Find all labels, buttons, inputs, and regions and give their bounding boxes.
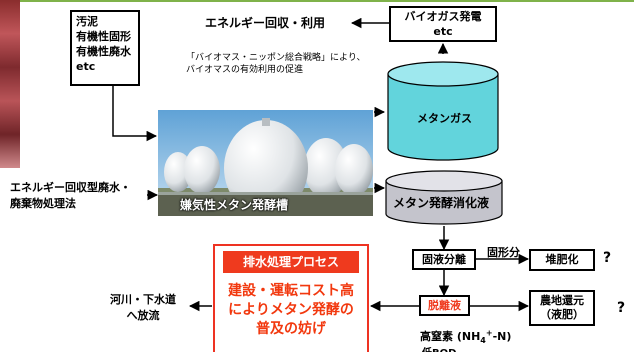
energy-recovery-line: 廃棄物処理法	[10, 197, 76, 210]
process-title: 排水処理プロセス	[223, 251, 359, 273]
input-line: etc	[76, 60, 96, 73]
digestate-cylinder	[385, 170, 503, 225]
biogas-line: バイオガス発電	[404, 10, 482, 23]
strategy-note-line: 「バイオマス・ニッポン総合戦略」により、	[186, 53, 366, 63]
biogas-power-box: バイオガス発電 etc	[389, 6, 497, 42]
input-line: 有機性固形	[76, 30, 131, 43]
nitrogen-sub: 4	[480, 336, 486, 346]
question-mark-composting: ?	[603, 250, 612, 266]
input-line: 有機性廃水	[76, 45, 131, 58]
input-line: 汚泥	[76, 15, 98, 28]
nitrogen-prefix: 高窒素 (NH	[420, 330, 481, 343]
input-materials-box: 汚泥 有機性固形 有機性廃水 etc	[70, 10, 140, 86]
nitrogen-sup: +	[485, 328, 493, 338]
arrow-input-to-tank	[112, 86, 158, 142]
anaerobic-tank-photo: 嫌気性メタン発酵槽	[158, 110, 373, 216]
top-accent-line	[0, 0, 634, 2]
process-body-line: によりメタン発酵の	[228, 302, 354, 318]
farmland-line: （液肥）	[540, 308, 584, 321]
separated-liquid-box: 脱離液	[419, 295, 470, 316]
farmland-application-box: 農地還元 （液肥）	[529, 290, 595, 326]
farmland-line: 農地還元	[540, 294, 584, 307]
left-decorative-photo-strip	[0, 0, 20, 168]
process-body: 建設・運転コスト高 によりメタン発酵の 普及の妨げ	[215, 282, 367, 339]
process-body-line: 建設・運転コスト高	[228, 283, 354, 299]
river-discharge-label: 河川・下水道 へ放流	[110, 292, 176, 324]
solid-fraction-label: 固形分	[487, 246, 520, 259]
strategy-note: 「バイオマス・ニッポン総合戦略」により、 バイオマスの有効利用の促進	[186, 52, 365, 76]
low-bod-label: 低BOD	[422, 344, 456, 352]
energy-recovery-label: エネルギー回収型廃水・ 廃棄物処理法	[10, 180, 131, 212]
energy-recovery-line: エネルギー回収型廃水・	[10, 181, 131, 194]
tank-caption: 嫌気性メタン発酵槽	[180, 198, 289, 212]
methane-gas-cylinder	[387, 61, 499, 161]
solid-liquid-separation-box: 固液分離	[412, 249, 476, 270]
biogas-line: etc	[433, 25, 453, 38]
question-mark-farmland: ?	[617, 300, 626, 316]
digestate-label: メタン発酵消化液	[393, 196, 490, 210]
river-line: 河川・下水道	[110, 293, 176, 306]
composting-box: 堆肥化	[529, 249, 595, 271]
high-nitrogen-label: 高窒素 (NH4+-N)	[420, 328, 511, 345]
methane-gas-label: メタンガス	[417, 112, 472, 125]
strategy-note-line: バイオマスの有効利用の促進	[186, 65, 304, 75]
wastewater-process-box: 排水処理プロセス 建設・運転コスト高 によりメタン発酵の 普及の妨げ	[213, 244, 369, 352]
river-line: へ放流	[126, 309, 160, 322]
nitrogen-suffix: -N)	[492, 330, 512, 343]
process-body-line: 普及の妨げ	[256, 321, 326, 337]
energy-use-label: エネルギー回収・利用	[205, 16, 326, 30]
tank-illustration	[158, 110, 373, 216]
